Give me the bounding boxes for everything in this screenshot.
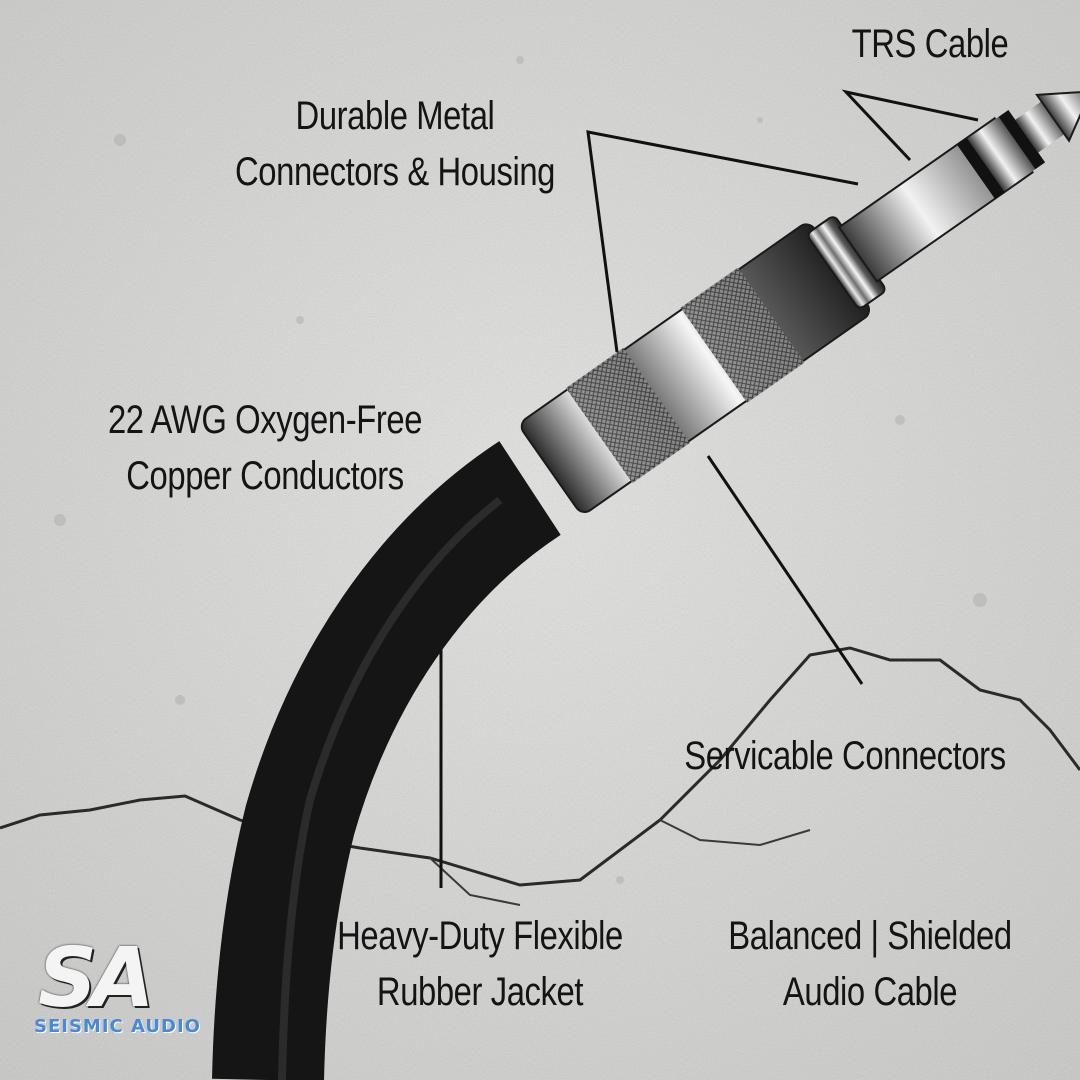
jacket-line-1: Heavy-Duty Flexible bbox=[337, 914, 623, 958]
label-rubber-jacket: Heavy-Duty Flexible Rubber Jacket bbox=[300, 908, 661, 1020]
metal-line-1: Durable Metal bbox=[295, 94, 495, 138]
balanced-line-1: Balanced | Shielded bbox=[728, 914, 1012, 958]
callout-metal bbox=[586, 130, 859, 353]
plug-neck bbox=[1015, 100, 1067, 153]
label-trs-cable: TRS Cable bbox=[840, 16, 1020, 72]
insulator-ring-2 bbox=[998, 109, 1046, 170]
seismic-audio-logo: SA SEISMIC AUDIO bbox=[30, 938, 220, 1048]
label-servicable-connectors: Servicable Connectors bbox=[652, 728, 1037, 784]
label-balanced-shielded: Balanced | Shielded Audio Cable bbox=[698, 908, 1042, 1020]
balanced-line-2: Audio Cable bbox=[782, 970, 958, 1014]
trs-plug bbox=[520, 90, 1080, 513]
copper-line-1: 22 AWG Oxygen-Free bbox=[107, 398, 423, 442]
cable-highlight bbox=[278, 496, 503, 1080]
callout-trs bbox=[841, 89, 979, 162]
trs-cable-text: TRS Cable bbox=[851, 22, 1009, 66]
knurl-band-lower bbox=[565, 347, 690, 484]
logo-wordmark: SEISMIC AUDIO bbox=[34, 1016, 201, 1037]
logo-mark: SA bbox=[38, 931, 155, 1026]
concrete-crack bbox=[0, 646, 1080, 887]
plug-ring bbox=[967, 116, 1036, 192]
concrete-spots bbox=[54, 56, 987, 884]
copper-line-2: Copper Conductors bbox=[126, 454, 404, 498]
servicable-text: Servicable Connectors bbox=[684, 734, 1006, 778]
metal-line-2: Connectors & Housing bbox=[235, 150, 555, 194]
label-copper-conductors: 22 AWG Oxygen-Free Copper Conductors bbox=[81, 392, 450, 504]
concrete-crack-branch bbox=[429, 819, 811, 906]
insulator-ring-1 bbox=[957, 137, 1005, 199]
callout-servicable bbox=[706, 455, 864, 685]
label-metal-connectors: Durable Metal Connectors & Housing bbox=[211, 88, 580, 200]
knurl-band-upper bbox=[680, 267, 805, 403]
jacket-line-2: Rubber Jacket bbox=[376, 970, 584, 1014]
